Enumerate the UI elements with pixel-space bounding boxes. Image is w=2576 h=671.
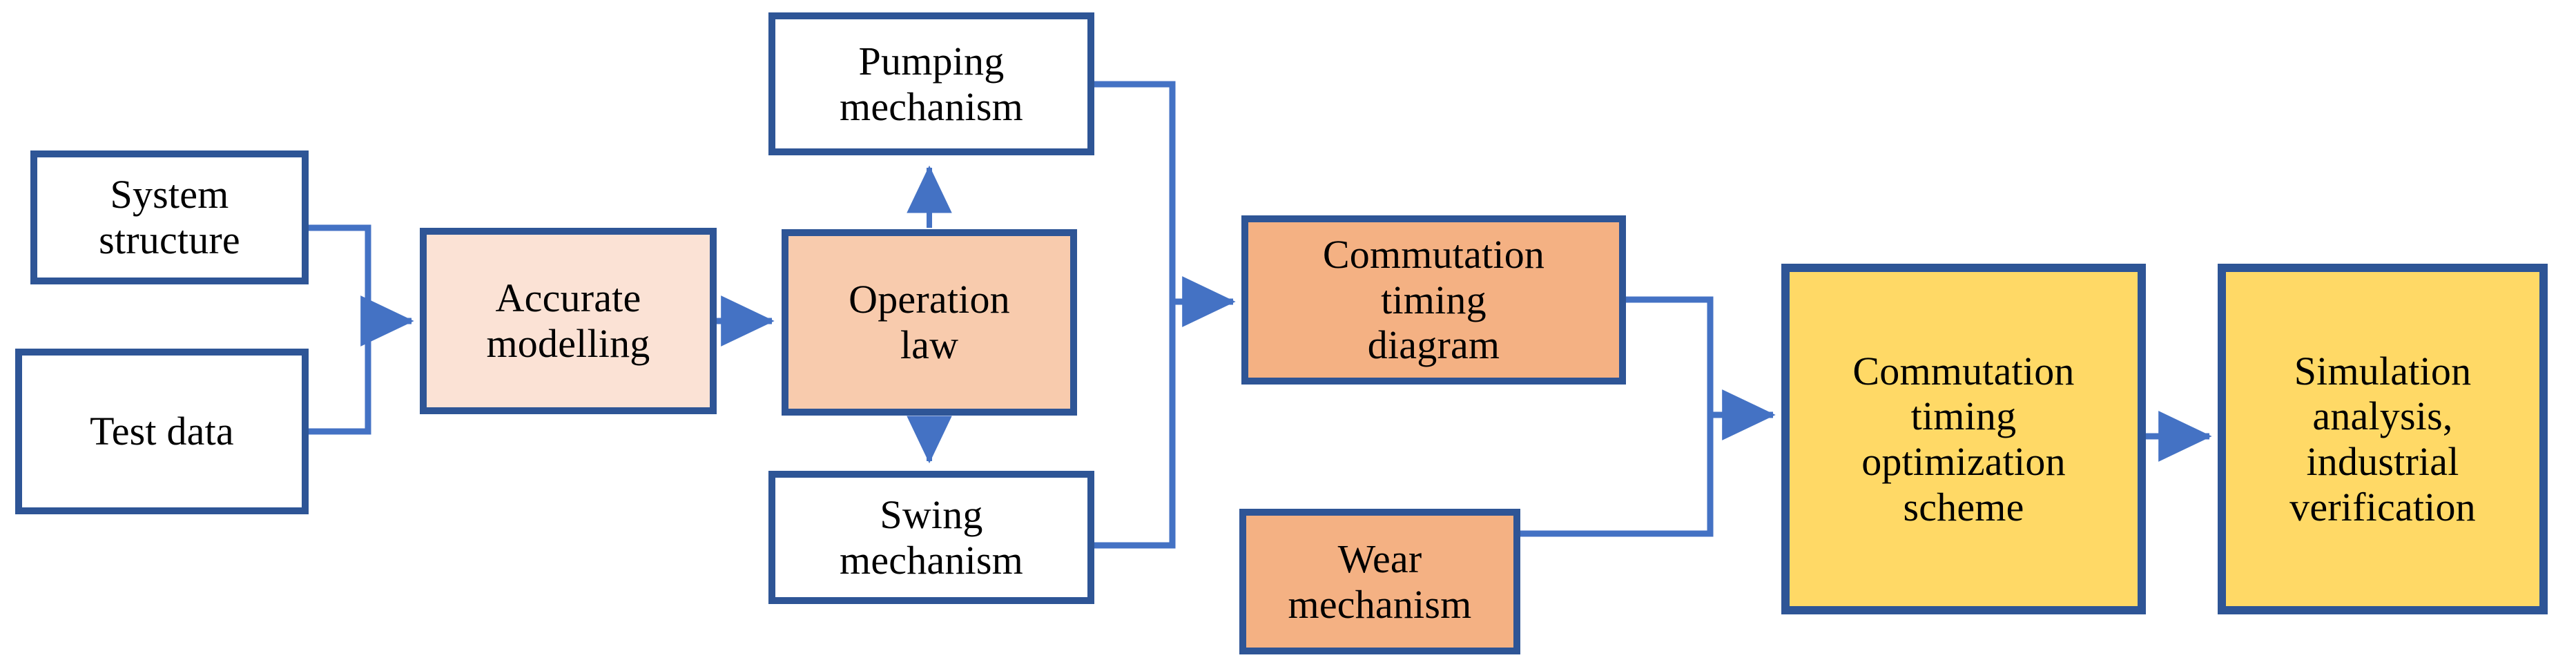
node-label: Swing mechanism [840,492,1023,583]
node-simulation-analysis-industrial-verification[interactable]: Simulation analysis, industrial verifica… [2218,264,2548,614]
node-label: Wear mechanism [1288,536,1472,627]
node-wear-mechanism[interactable]: Wear mechanism [1239,509,1520,654]
node-label: Operation law [849,277,1010,367]
node-operation-law[interactable]: Operation law [782,229,1077,416]
connector-inputs-to-accurate-modelling [309,224,414,435]
node-pumping-mechanism[interactable]: Pumping mechanism [768,12,1094,155]
node-commutation-timing-optimization-scheme[interactable]: Commutation timing optimization scheme [1781,264,2146,614]
node-swing-mechanism[interactable]: Swing mechanism [768,471,1094,604]
node-label: Test data [90,409,234,454]
node-test-data[interactable]: Test data [15,349,309,514]
node-label: System structure [99,172,240,262]
node-label: Pumping mechanism [840,38,1023,129]
node-accurate-modelling[interactable]: Accurate modelling [420,228,717,414]
node-label: Commutation timing diagram [1322,232,1545,368]
connector-mechanisms-to-commutation-timing-diagram [1094,81,1236,549]
node-label: Commutation timing optimization scheme [1852,348,2075,529]
node-commutation-timing-diagram[interactable]: Commutation timing diagram [1241,215,1626,385]
node-label: Accurate modelling [486,275,650,366]
node-label: Simulation analysis, industrial verifica… [2289,348,2476,529]
node-system-structure[interactable]: System structure [30,150,309,284]
